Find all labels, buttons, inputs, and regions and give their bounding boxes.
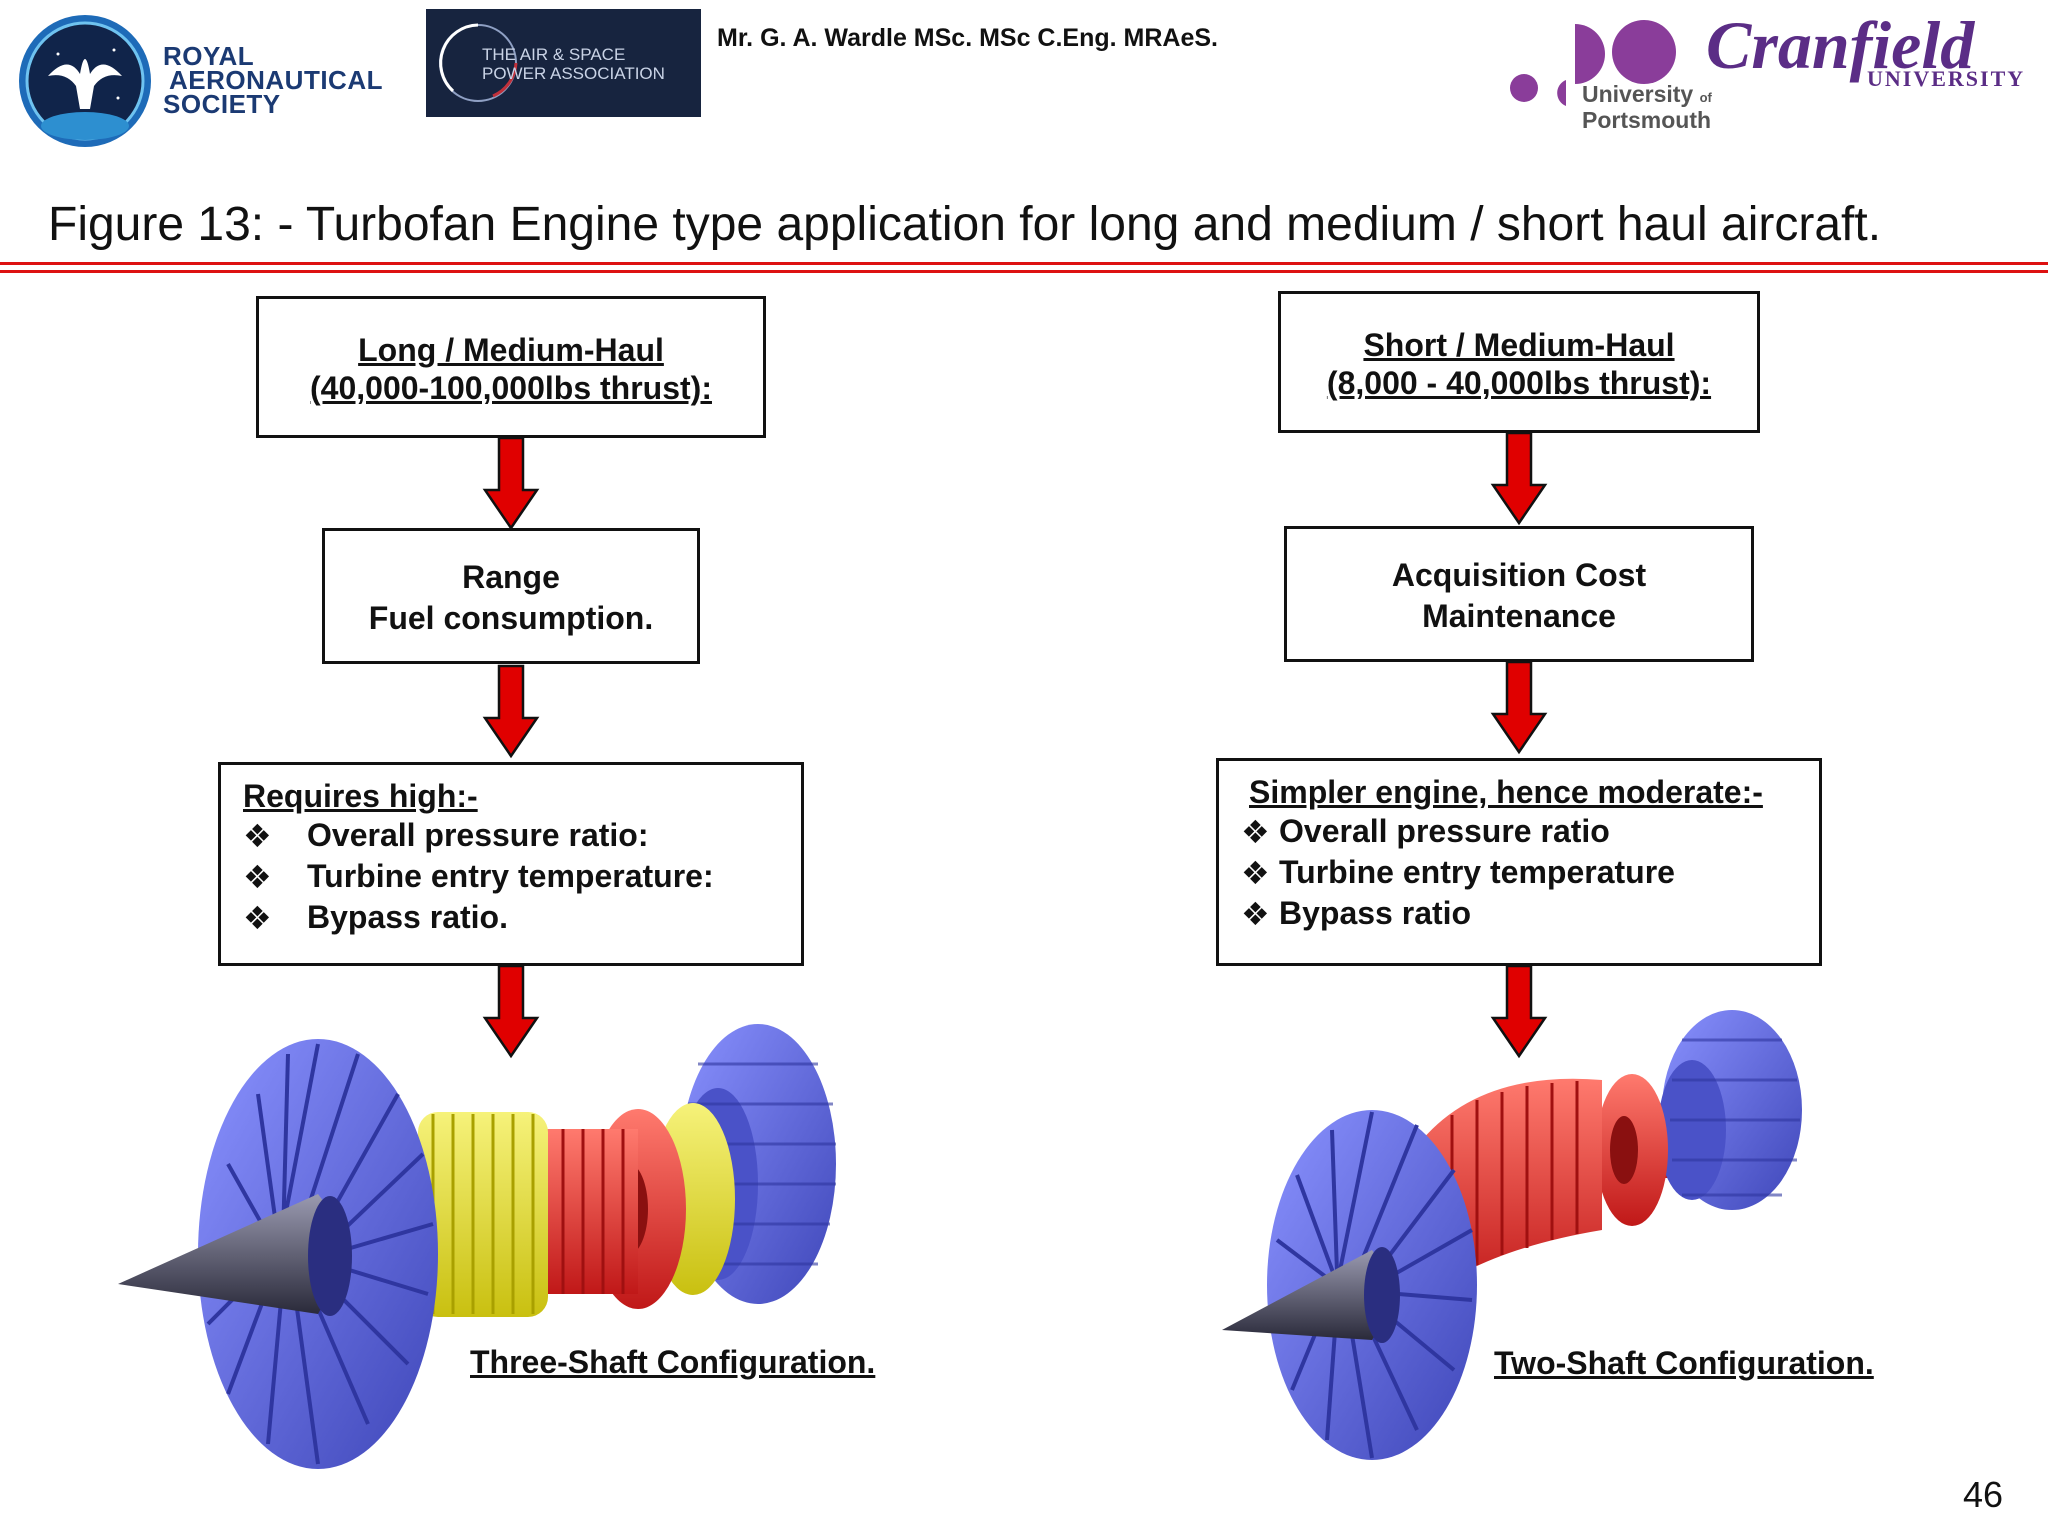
list-item: ❖Turbine entry temperature: xyxy=(243,858,714,895)
aspa-orbit-icon xyxy=(439,23,518,102)
title-rule-bottom xyxy=(0,270,2048,273)
bullet-icon: ❖ xyxy=(1241,813,1270,850)
arrow-icon xyxy=(483,664,539,758)
two-shaft-engine-illustration xyxy=(1222,1010,1802,1460)
aspa-wordmark: THE AIR & SPACE POWER ASSOCIATION xyxy=(482,45,665,83)
long-haul-box: Long / Medium-Haul (40,000-100,000lbs th… xyxy=(256,296,766,438)
range-label: Range xyxy=(462,559,560,595)
long-haul-title: Long / Medium-Haul xyxy=(358,332,664,368)
requires-high-header: Requires high:- xyxy=(243,778,478,814)
range-box: Range Fuel consumption. xyxy=(322,528,700,664)
acquisition-box: Acquisition Cost Maintenance xyxy=(1284,526,1754,662)
portsmouth-wordmark: University of Portsmouth xyxy=(1582,81,1712,133)
list-item: ❖Overall pressure ratio: xyxy=(243,817,649,854)
bullet-icon: ❖ xyxy=(243,899,272,936)
portsmouth-dots-icon xyxy=(1510,20,1676,106)
simpler-engine-header: Simpler engine, hence moderate:- xyxy=(1249,774,1763,810)
title-rule-top xyxy=(0,262,2048,265)
arrow-icon xyxy=(1491,660,1547,754)
ras-seal-logo xyxy=(19,15,151,147)
arrow-icon xyxy=(483,436,539,530)
requires-high-box: Requires high:- ❖Overall pressure ratio:… xyxy=(218,762,804,966)
bullet-icon: ❖ xyxy=(243,858,272,895)
list-item: ❖Bypass ratio xyxy=(1241,895,1472,932)
short-haul-title: Short / Medium-Haul xyxy=(1363,327,1675,363)
list-item: ❖Overall pressure ratio xyxy=(1241,813,1610,850)
figure-title: Figure 13: - Turbofan Engine type applic… xyxy=(48,198,1882,251)
short-haul-box: Short / Medium-Haul (8,000 - 40,000lbs t… xyxy=(1278,291,1760,433)
short-haul-thrust: (8,000 - 40,000lbs thrust): xyxy=(1326,365,1712,401)
list-item: ❖Bypass ratio. xyxy=(243,899,508,936)
fuel-consumption-label: Fuel consumption. xyxy=(368,600,654,636)
two-shaft-caption: Two-Shaft Configuration. xyxy=(1494,1345,1874,1381)
author-credit: Mr. G. A. Wardle MSc. MSc C.Eng. MRAeS. xyxy=(717,24,1219,52)
bullet-icon: ❖ xyxy=(243,817,272,854)
cranfield-subtitle: UNIVERSITY xyxy=(1867,66,2026,91)
bullet-icon: ❖ xyxy=(1241,854,1270,891)
three-shaft-caption: Three-Shaft Configuration. xyxy=(470,1344,876,1380)
page-number: 46 xyxy=(1963,1474,2004,1515)
arrow-icon xyxy=(1491,431,1547,525)
maintenance-label: Maintenance xyxy=(1422,598,1616,634)
three-shaft-engine-illustration xyxy=(118,1024,836,1469)
acquisition-cost-label: Acquisition Cost xyxy=(1391,557,1647,593)
list-item: ❖Turbine entry temperature xyxy=(1241,854,1675,891)
bullet-icon: ❖ xyxy=(1241,895,1270,932)
long-haul-thrust: (40,000-100,000lbs thrust): xyxy=(310,370,712,406)
ras-wordmark: ROYAL AERONAUTICAL SOCIETY xyxy=(163,41,383,119)
cranfield-wordmark: Cranfield xyxy=(1706,7,1975,83)
simpler-engine-box: Simpler engine, hence moderate:- ❖Overal… xyxy=(1216,758,1822,966)
